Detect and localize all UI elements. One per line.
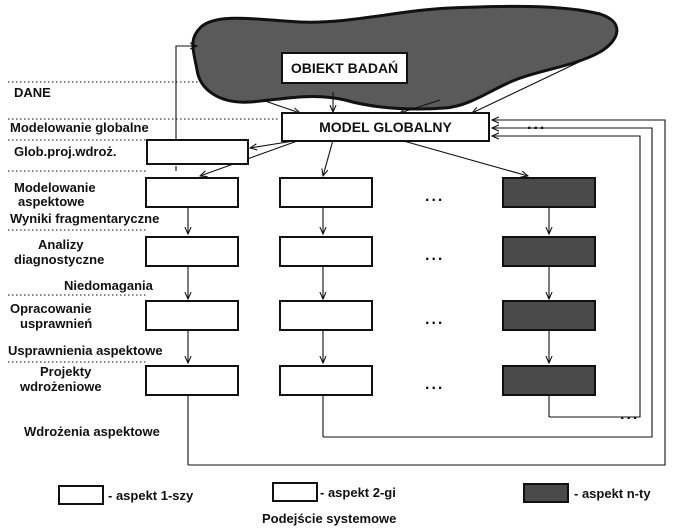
label-niedomagania: Niedomagania [64,279,153,293]
legend-label-aspect-2: - aspekt 2-gi [320,486,396,500]
ellipsis-top-right: ... [527,116,546,134]
label-modelowanie-aspektowe-1: Modelowanie [14,181,96,195]
label-analizy-1: Analizy [38,238,84,252]
label-dane: DANE [14,86,51,100]
ellipsis-row-1: ... [425,188,444,206]
label-wyniki: Wyniki fragmentaryczne [10,212,159,226]
aspectn-modeling-box [502,177,596,208]
label-wdrozenia: Wdrożenia aspektowe [24,425,160,439]
ellipsis-row-2: ... [425,247,444,265]
label-usprawnienia: Usprawnienia aspektowe [8,344,163,358]
aspect1-project-box [145,365,239,396]
aspect2-improvement-box [279,300,373,331]
global-model-box: MODEL GLOBALNY [281,112,490,142]
legend-swatch-aspect-2 [272,482,318,502]
aspect2-analysis-box [279,236,373,267]
ellipsis-row-4: ... [425,376,444,394]
ellipsis-bottom-right: ... [620,406,639,424]
legend-swatch-aspect-n [523,483,569,503]
diagram-caption: Podejście systemowe [262,512,396,526]
aspect2-modeling-box [279,177,373,208]
label-glob-proj: Glob.proj.wdroż. [14,145,117,159]
aspectn-improvement-box [502,300,596,331]
aspect1-improvement-box [145,300,239,331]
legend-label-aspect-1: - aspekt 1-szy [108,489,193,503]
label-projekty-1: Projekty [40,365,91,379]
global-implementation-box [146,139,249,165]
label-opracowanie-2: usprawnień [20,317,92,331]
aspect1-modeling-box [145,177,239,208]
legend-swatch-aspect-1 [58,485,104,505]
label-projekty-2: wdrożeniowe [20,380,102,394]
research-object-text: OBIEKT BADAŃ [291,60,398,76]
aspect1-analysis-box [145,236,239,267]
label-modelowanie-globalne: Modelowanie globalne [10,121,149,135]
global-model-text: MODEL GLOBALNY [319,119,452,135]
legend-label-aspect-n: - aspekt n-ty [574,487,651,501]
label-analizy-2: diagnostyczne [14,253,104,267]
research-object-label: OBIEKT BADAŃ [281,52,408,84]
ellipsis-row-3: ... [425,311,444,329]
aspectn-analysis-box [502,236,596,267]
aspect2-project-box [279,365,373,396]
aspectn-project-box [502,365,596,396]
label-modelowanie-aspektowe-2: aspektowe [18,195,84,209]
label-opracowanie-1: Opracowanie [10,302,92,316]
